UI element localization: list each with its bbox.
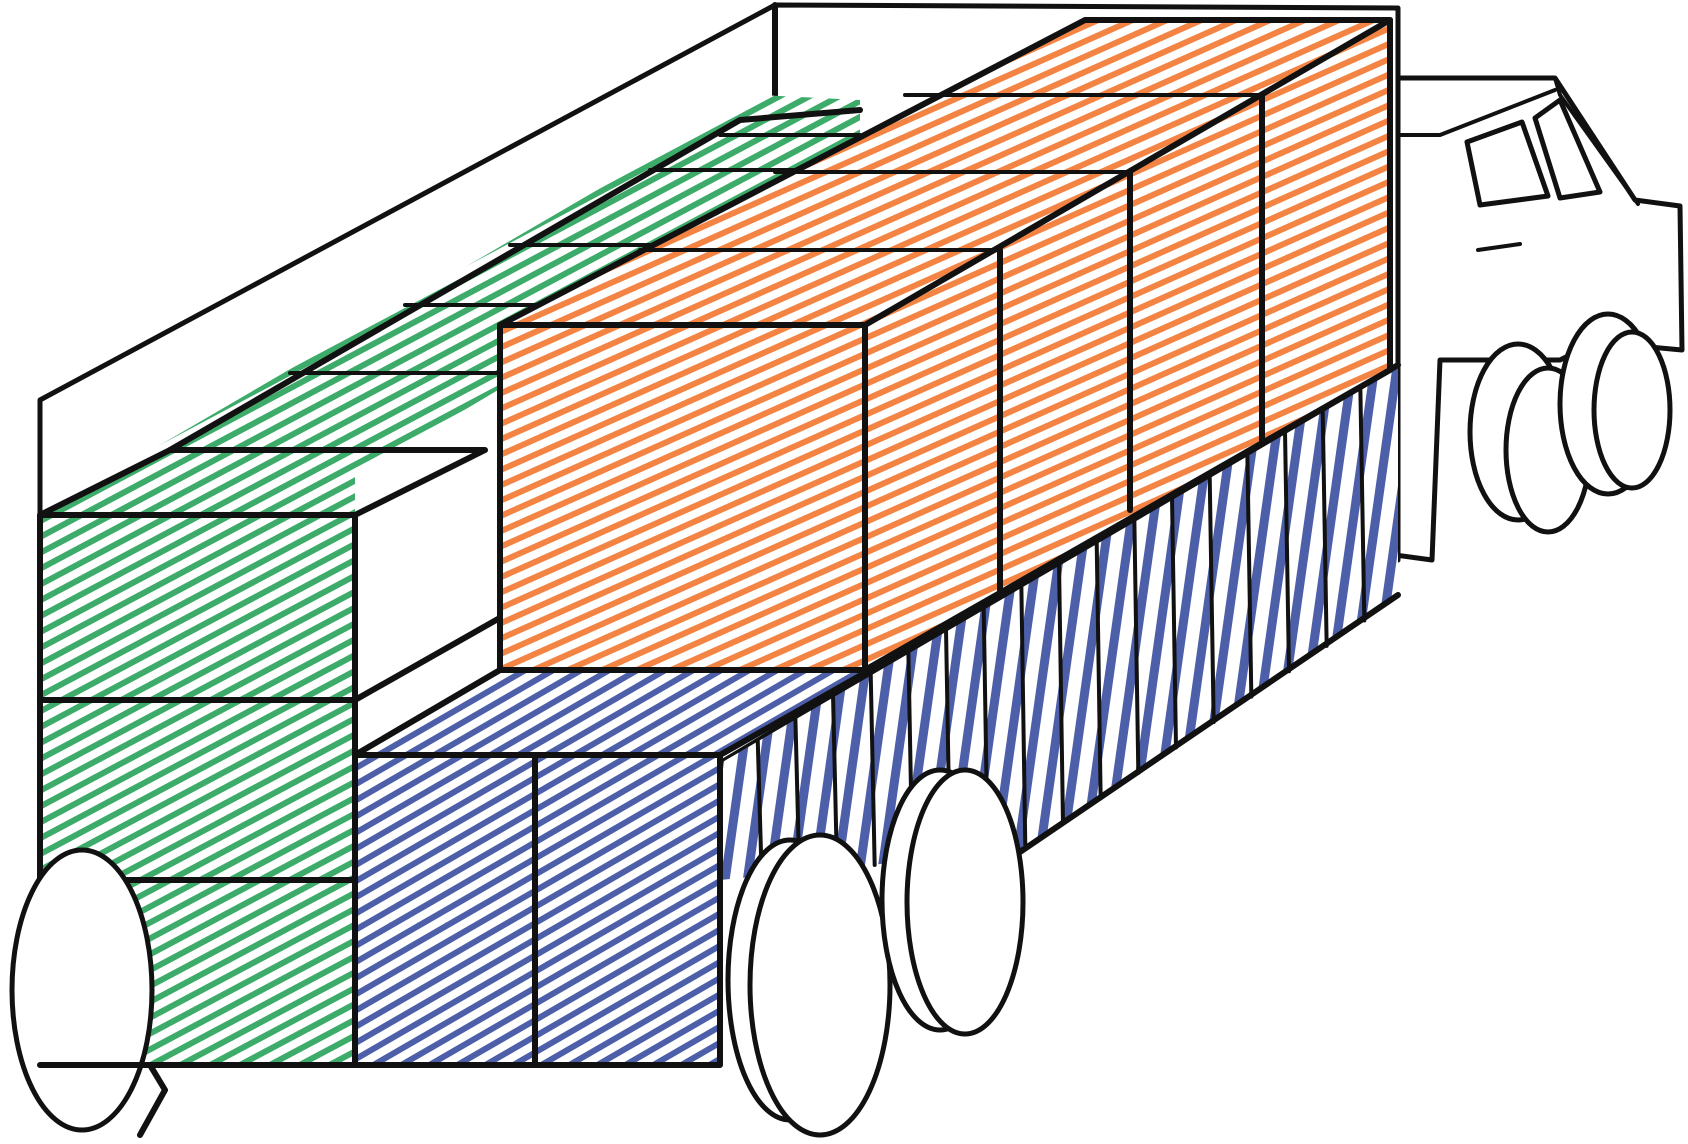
blue-cargo	[352, 667, 873, 1068]
skirt-rib	[1170, 494, 1178, 750]
trailer-wheels	[9, 767, 1026, 1138]
skirt-rib	[1094, 538, 1103, 801]
skirt-rib	[1283, 428, 1291, 674]
skirt-rib	[1019, 582, 1028, 852]
cab-window-right	[1532, 97, 1603, 201]
cab-wheels	[1467, 311, 1673, 535]
rear-wheel-left	[9, 847, 155, 1133]
mid-wheel	[747, 832, 893, 1138]
front-trailer-wheel	[904, 767, 1026, 1037]
skirt-rib	[1358, 384, 1367, 623]
skirt-rib	[1207, 472, 1216, 725]
skirt-rib	[1245, 450, 1254, 699]
cab-window-left	[1464, 119, 1551, 208]
skirt-rib	[868, 670, 877, 867]
skirt-rib	[1057, 560, 1065, 826]
truck-cab	[1392, 75, 1685, 563]
skirt-rib	[1320, 406, 1329, 648]
skirt-rib	[1132, 516, 1141, 775]
